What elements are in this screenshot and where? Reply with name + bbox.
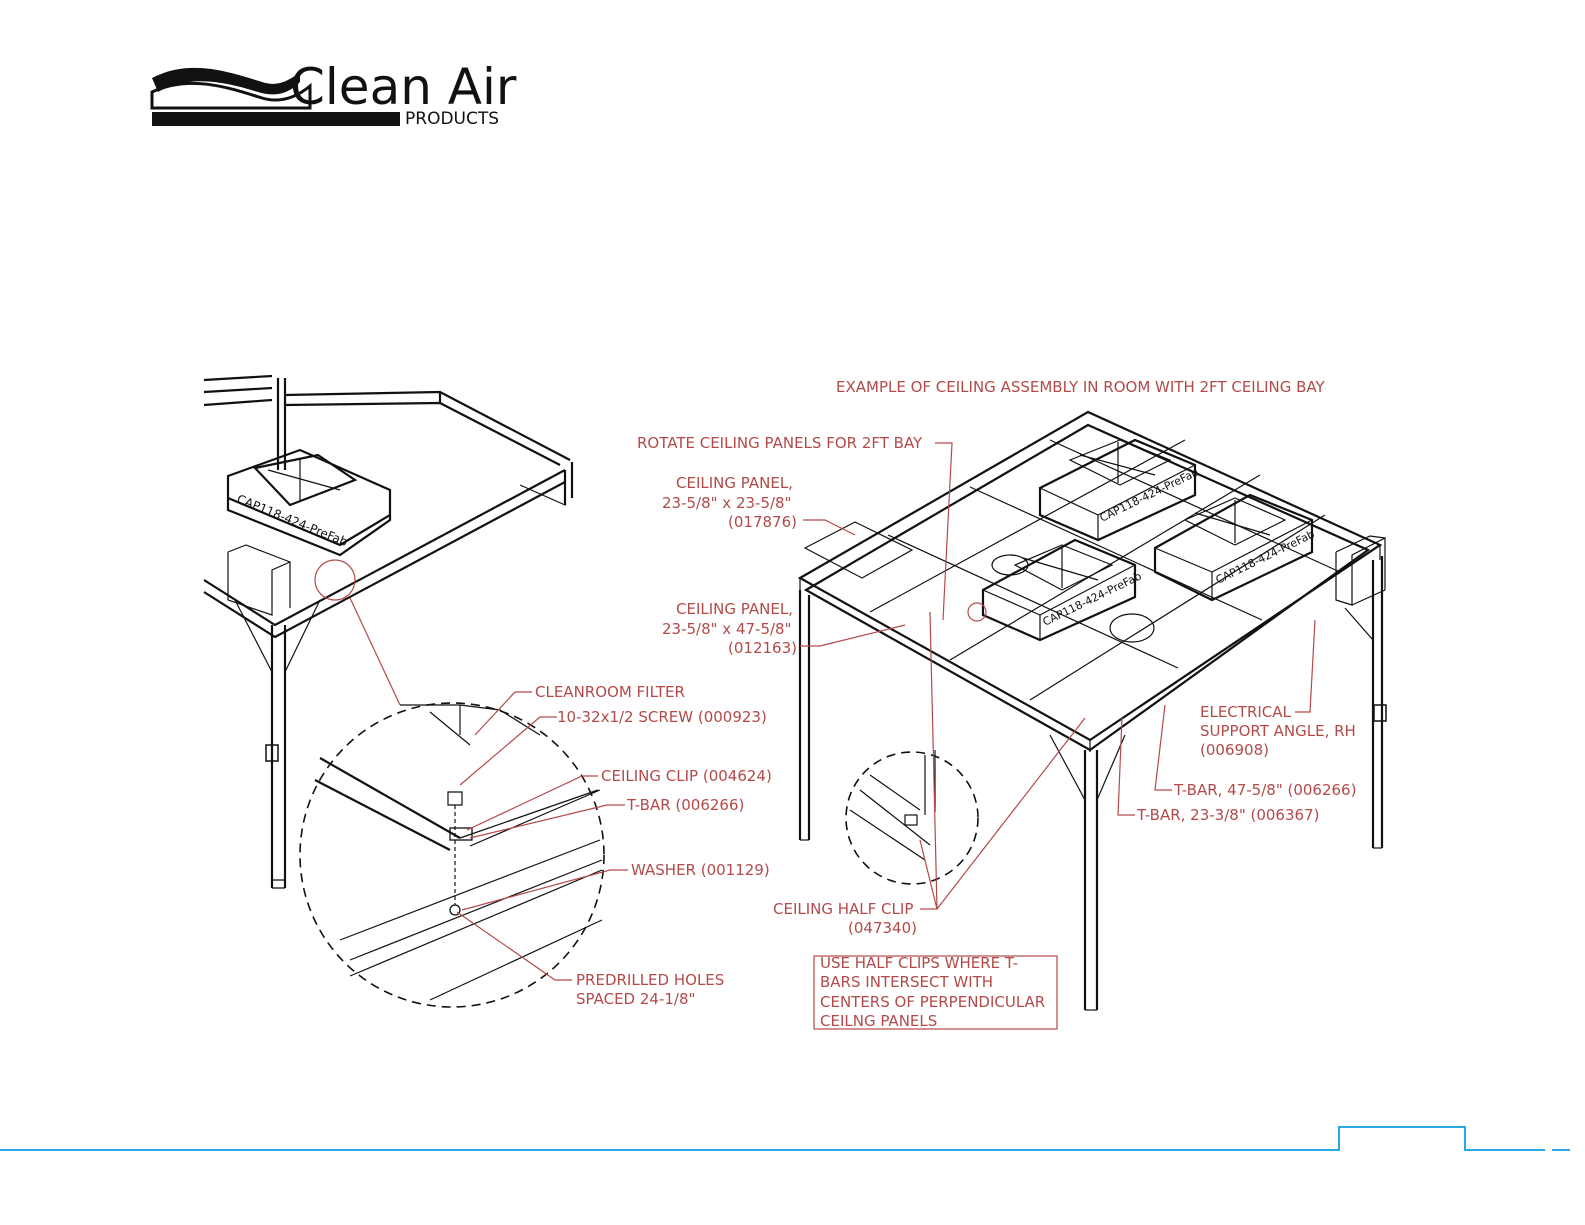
note-line-2: BARS INTERSECT WITH xyxy=(820,973,993,991)
note-line-3: CENTERS OF PERPENDICULAR xyxy=(820,993,1045,1011)
washer-label: WASHER (001129) xyxy=(631,861,770,879)
half-clip-label-1: CEILING HALF CLIP xyxy=(773,900,913,918)
right-leaders xyxy=(800,442,1316,910)
filter-label: CLEANROOM FILTER xyxy=(535,683,685,701)
left-leaders xyxy=(456,691,628,981)
tbar-47-label: T-BAR, 47-5/8" (006266) xyxy=(1173,781,1356,799)
right-filter-3: CAP118-424-PreFab xyxy=(981,538,1155,643)
right-detail-callout xyxy=(845,602,987,885)
electrical-label-3: (006908) xyxy=(1200,741,1269,759)
holes-label-1: PREDRILLED HOLES xyxy=(576,971,724,989)
tbar-23-label: T-BAR, 23-3/8" (006367) xyxy=(1136,806,1319,824)
panel-large-label-3: (012163) xyxy=(728,639,797,657)
note-box xyxy=(813,955,1058,1030)
screw-label: 10-32x1/2 SCREW (000923) xyxy=(557,708,767,726)
logo-sub: PRODUCTS xyxy=(405,109,499,129)
logo-name: Clean Air xyxy=(290,58,517,116)
electrical-label-2: SUPPORT ANGLE, RH xyxy=(1200,722,1356,740)
left-room-frame: CAP118-424-PreFab xyxy=(203,374,574,889)
panel-large-label-1: CEILING PANEL, xyxy=(676,600,793,618)
footer-rule xyxy=(0,1126,1570,1151)
panel-large-label-2: 23-5/8" x 47-5/8" xyxy=(662,620,792,638)
annotation-labels: EXAMPLE OF CEILING ASSEMBLY IN ROOM WITH… xyxy=(535,378,1356,1030)
tbar-label: T-BAR (006266) xyxy=(626,796,744,814)
holes-label-2: SPACED 24-1/8" xyxy=(576,990,695,1008)
example-title: EXAMPLE OF CEILING ASSEMBLY IN ROOM WITH… xyxy=(836,378,1326,396)
left-detail-callout xyxy=(299,559,605,1008)
panel-small-label-2: 23-5/8" x 23-5/8" xyxy=(662,494,792,512)
note-line-1: USE HALF CLIPS WHERE T- xyxy=(820,954,1018,972)
clip-label: CEILING CLIP (004624) xyxy=(601,767,772,785)
half-clip-label-2: (047340) xyxy=(848,919,917,937)
right-room-frame xyxy=(797,410,1387,1011)
electrical-label-1: ELECTRICAL xyxy=(1200,703,1292,721)
panel-small-label-3: (017876) xyxy=(728,513,797,531)
rotate-panels-label: ROTATE CEILING PANELS FOR 2FT BAY xyxy=(637,434,923,452)
right-filter-2: CAP118-424-PreFab xyxy=(1153,493,1317,602)
panel-small-label-1: CEILING PANEL, xyxy=(676,474,793,492)
note-line-4: CEILNG PANELS xyxy=(820,1012,937,1030)
clean-air-logo: Clean Air PRODUCTS xyxy=(150,58,517,129)
